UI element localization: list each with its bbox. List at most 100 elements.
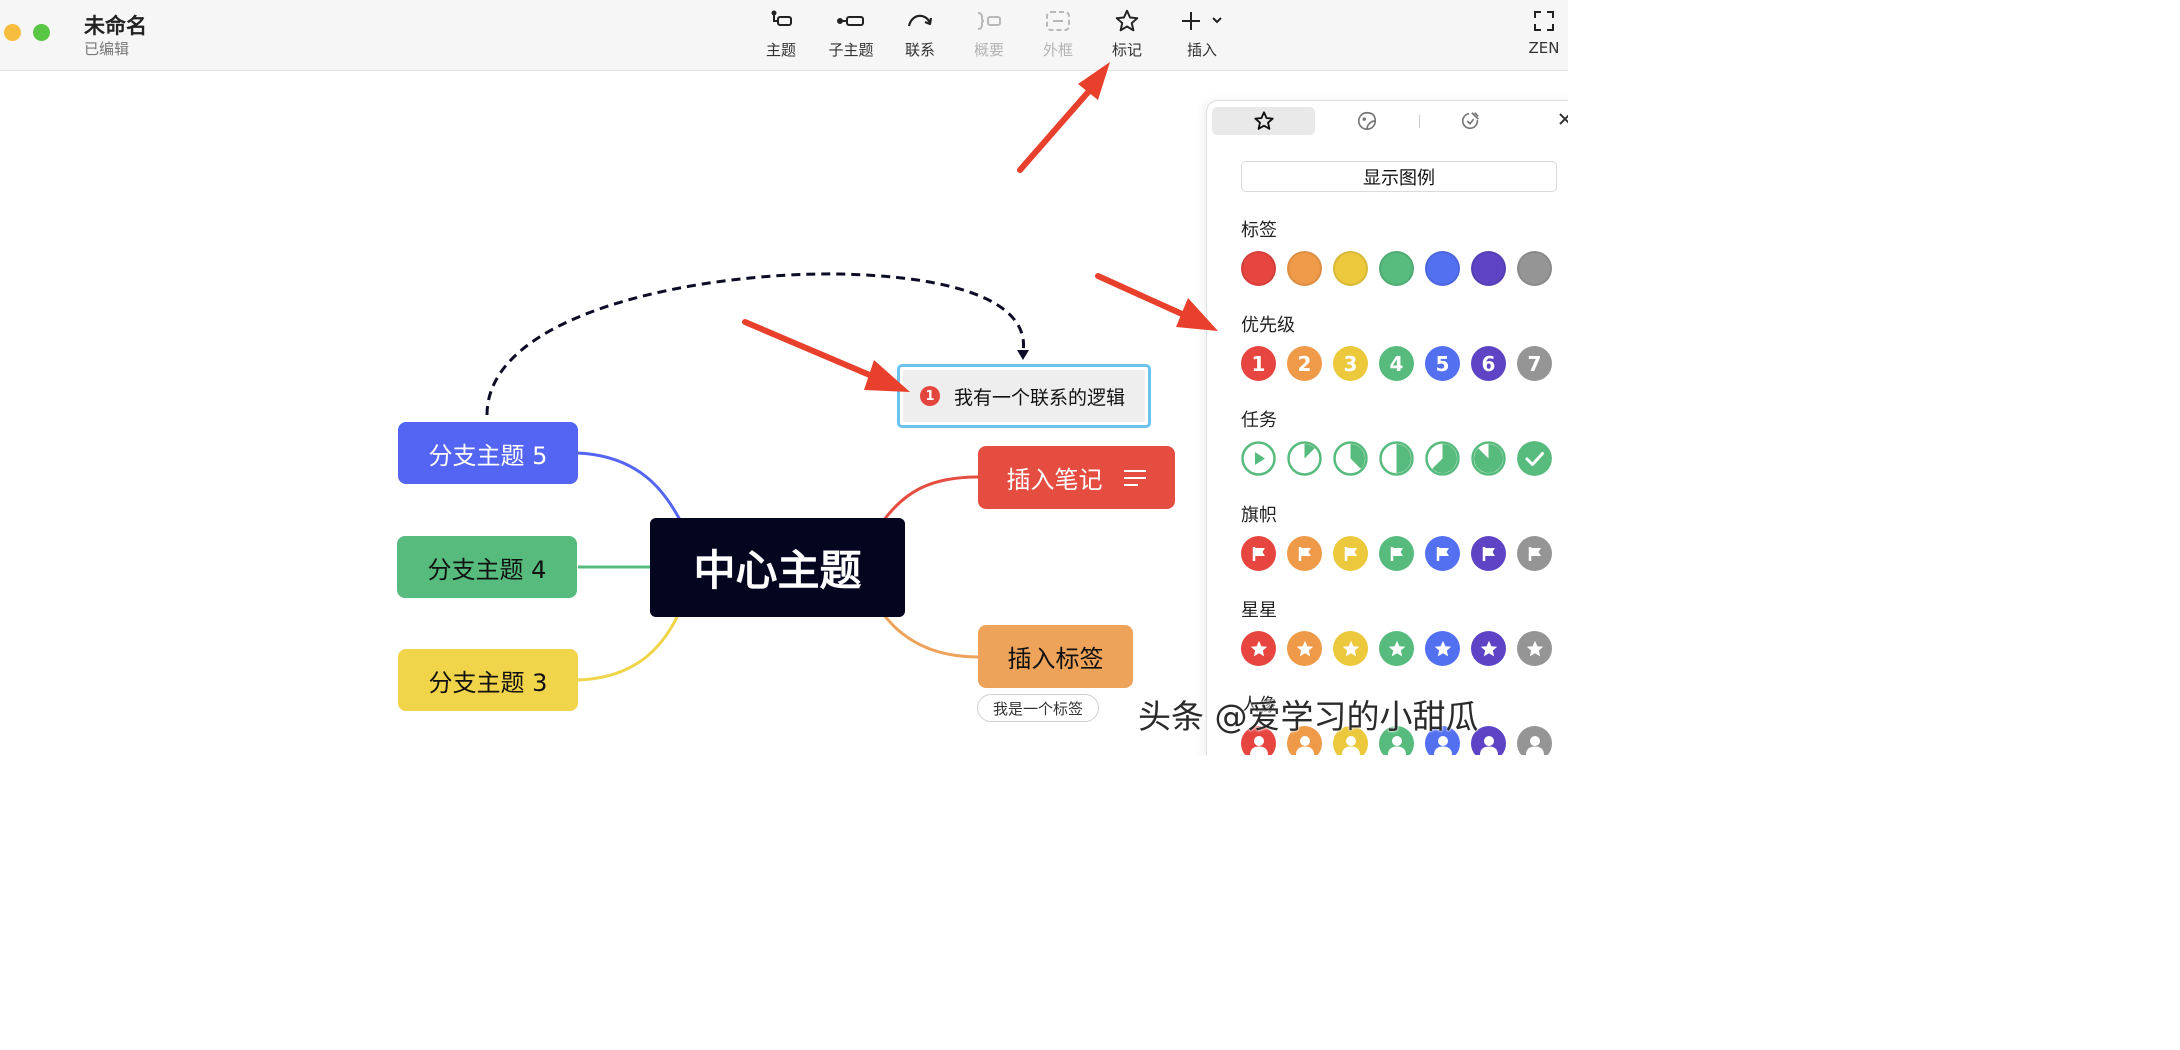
- task-progress-icon[interactable]: [1241, 441, 1276, 476]
- star-marker-icon[interactable]: [1425, 631, 1460, 666]
- priority-4-icon[interactable]: 4: [1379, 346, 1414, 381]
- toolbar-insert-label: 插入: [1186, 41, 1217, 59]
- show-legend-button[interactable]: 显示图例: [1241, 161, 1557, 192]
- document-status: 已编辑: [84, 40, 130, 58]
- mindmap-app: 未命名 已编辑 主题 子主题: [0, 8, 1568, 755]
- priority-6-icon[interactable]: 6: [1471, 346, 1506, 381]
- toolbar-subtopic-button[interactable]: 子主题: [826, 8, 876, 64]
- task-progress-icon[interactable]: [1379, 441, 1414, 476]
- marker-row-person: [1241, 726, 1552, 755]
- mindmap-canvas[interactable]: 中心主题 分支主题 5 分支主题 4 分支主题 3 插入笔记 插入标签 我是一个…: [0, 72, 1568, 755]
- task-progress-icon[interactable]: [1287, 441, 1322, 476]
- person-icon[interactable]: [1471, 726, 1506, 755]
- person-icon[interactable]: [1333, 726, 1368, 755]
- priority-3-icon[interactable]: 3: [1333, 346, 1368, 381]
- branch-topic-3[interactable]: 分支主题 3: [398, 649, 578, 711]
- topic-label-chip[interactable]: 我是一个标签: [977, 694, 1099, 722]
- tag-color-marker[interactable]: [1287, 251, 1322, 286]
- toolbar-subtopic-label: 子主题: [828, 41, 874, 59]
- star-marker-icon[interactable]: [1241, 631, 1276, 666]
- task-progress-icon[interactable]: [1471, 441, 1506, 476]
- priority-number: 7: [1527, 351, 1542, 376]
- toolbar-relationship-button[interactable]: 联系: [900, 8, 940, 64]
- subtopic-icon: [836, 8, 866, 34]
- tab-stickers[interactable]: [1352, 107, 1382, 135]
- star-marker-icon[interactable]: [1471, 631, 1506, 666]
- tag-color-marker[interactable]: [1333, 251, 1368, 286]
- person-icon[interactable]: [1425, 726, 1460, 755]
- floating-topic-label: 我有一个联系的逻辑: [954, 386, 1126, 409]
- toolbar-summary-button[interactable]: 概要: [969, 8, 1009, 64]
- tab-illustrations[interactable]: [1455, 107, 1485, 135]
- star-outline-icon: [1253, 111, 1274, 130]
- watermark: 头条 @爱学习的小甜瓜: [1138, 697, 1479, 736]
- tag-color-marker[interactable]: [1471, 251, 1506, 286]
- tag-color-marker[interactable]: [1425, 251, 1460, 286]
- branch-topic-4[interactable]: 分支主题 4: [397, 536, 577, 598]
- marker-row-flag: [1241, 536, 1552, 571]
- plus-icon: [1182, 12, 1200, 30]
- task-progress-icon[interactable]: [1333, 441, 1368, 476]
- priority-number: 3: [1343, 351, 1358, 376]
- arrow-to-panel: [1095, 273, 1185, 317]
- priority-number: 4: [1389, 351, 1404, 376]
- panel-close-button[interactable]: [1557, 111, 1568, 131]
- toolbar-insert-button[interactable]: 插入: [1176, 8, 1228, 64]
- priority-1-icon[interactable]: 1: [1241, 346, 1276, 381]
- flag-icon[interactable]: [1425, 536, 1460, 571]
- star-marker-icon[interactable]: [1287, 631, 1322, 666]
- tag-color-marker[interactable]: [1379, 251, 1414, 286]
- arrow-head-1: [1078, 62, 1110, 100]
- zen-mode-button[interactable]: ZEN: [1524, 8, 1564, 64]
- section-title-person: 人像: [1241, 695, 1277, 716]
- toolbar-topic-button[interactable]: 主题: [758, 8, 804, 64]
- summary-icon: [975, 8, 1003, 34]
- note-icon[interactable]: [1123, 469, 1147, 487]
- toolbar-marker-button[interactable]: 标记: [1107, 8, 1147, 64]
- person-icon[interactable]: [1379, 726, 1414, 755]
- star-icon: [1114, 8, 1140, 34]
- tab-markers[interactable]: [1212, 107, 1315, 135]
- toolbar-boundary-button[interactable]: 外框: [1038, 8, 1078, 64]
- star-marker-icon[interactable]: [1379, 631, 1414, 666]
- person-icon[interactable]: [1241, 726, 1276, 755]
- arrow-to-marker-tool: [1017, 87, 1093, 173]
- arrow-head-3: [1176, 298, 1218, 331]
- star-marker-icon[interactable]: [1517, 631, 1552, 666]
- relationship-arrowhead: [1017, 350, 1029, 360]
- boundary-icon: [1045, 8, 1071, 34]
- central-topic[interactable]: 中心主题: [650, 518, 905, 617]
- zoom-window-button[interactable]: [33, 24, 50, 41]
- branch-topic-5[interactable]: 分支主题 5: [398, 422, 578, 484]
- task-progress-icon[interactable]: [1425, 441, 1460, 476]
- label-topic[interactable]: 插入标签: [978, 625, 1133, 688]
- flag-icon[interactable]: [1333, 536, 1368, 571]
- fullscreen-icon: [1532, 8, 1556, 34]
- tag-color-marker[interactable]: [1241, 251, 1276, 286]
- tag-color-marker[interactable]: [1517, 251, 1552, 286]
- task-progress-icon[interactable]: [1517, 441, 1552, 476]
- priority-2-icon[interactable]: 2: [1287, 346, 1322, 381]
- flag-icon[interactable]: [1471, 536, 1506, 571]
- marker-row-task: [1241, 441, 1552, 476]
- flag-icon[interactable]: [1517, 536, 1552, 571]
- note-topic[interactable]: 插入笔记: [978, 446, 1175, 509]
- marker-row-tag: [1241, 251, 1552, 286]
- star-marker-icon[interactable]: [1333, 631, 1368, 666]
- section-title-star: 星星: [1241, 600, 1277, 621]
- flag-icon[interactable]: [1241, 536, 1276, 571]
- toolbar-topic-label: 主题: [765, 41, 796, 59]
- illustration-icon: [1461, 112, 1479, 130]
- minimize-window-button[interactable]: [4, 24, 21, 41]
- flag-icon[interactable]: [1287, 536, 1322, 571]
- flag-icon[interactable]: [1379, 536, 1414, 571]
- priority-7-icon[interactable]: 7: [1517, 346, 1552, 381]
- toolbar-marker-label: 标记: [1111, 41, 1142, 59]
- person-icon[interactable]: [1287, 726, 1322, 755]
- section-title-tag: 标签: [1241, 220, 1277, 241]
- priority-1-icon[interactable]: 1: [920, 386, 940, 406]
- floating-topic[interactable]: 1 我有一个联系的逻辑: [897, 364, 1151, 428]
- person-icon[interactable]: [1517, 726, 1552, 755]
- priority-5-icon[interactable]: 5: [1425, 346, 1460, 381]
